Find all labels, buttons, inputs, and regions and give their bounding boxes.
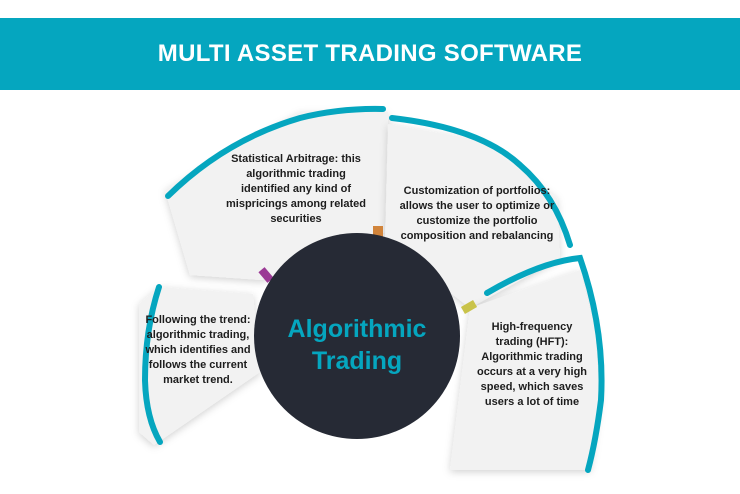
segment-text-hft: High-frequency trading (HFT): Algorithmi… (476, 321, 588, 408)
segment-following-trend (139, 287, 260, 445)
connector-yellow (460, 300, 478, 314)
header-banner: MULTI ASSET TRADING SOFTWARE (0, 18, 740, 90)
connector-orange (373, 226, 383, 240)
connector-purple (258, 267, 274, 283)
center-circle (254, 233, 460, 439)
segment-statistical-arbitrage-arc (165, 105, 386, 199)
segment-hft (450, 270, 600, 470)
segment-text-following-trend: Following the trend: algorithmic trading… (145, 314, 251, 386)
page-title: MULTI ASSET TRADING SOFTWARE (157, 40, 583, 67)
segment-text-statistical-arbitrage: Statistical Arbitrage: this algorithmic … (226, 153, 366, 225)
center-label-line1: Algorithmic (287, 315, 427, 343)
segment-hft-arc (484, 254, 605, 473)
center-label: Algorithmic Trading (272, 313, 442, 377)
segment-customization-arc (389, 115, 573, 248)
center-label-line2: Trading (311, 347, 403, 375)
segment-following-trend-arc (141, 284, 163, 445)
segment-text-customization: Customization of portfolios: allows the … (399, 185, 555, 242)
segment-customization (385, 124, 560, 308)
